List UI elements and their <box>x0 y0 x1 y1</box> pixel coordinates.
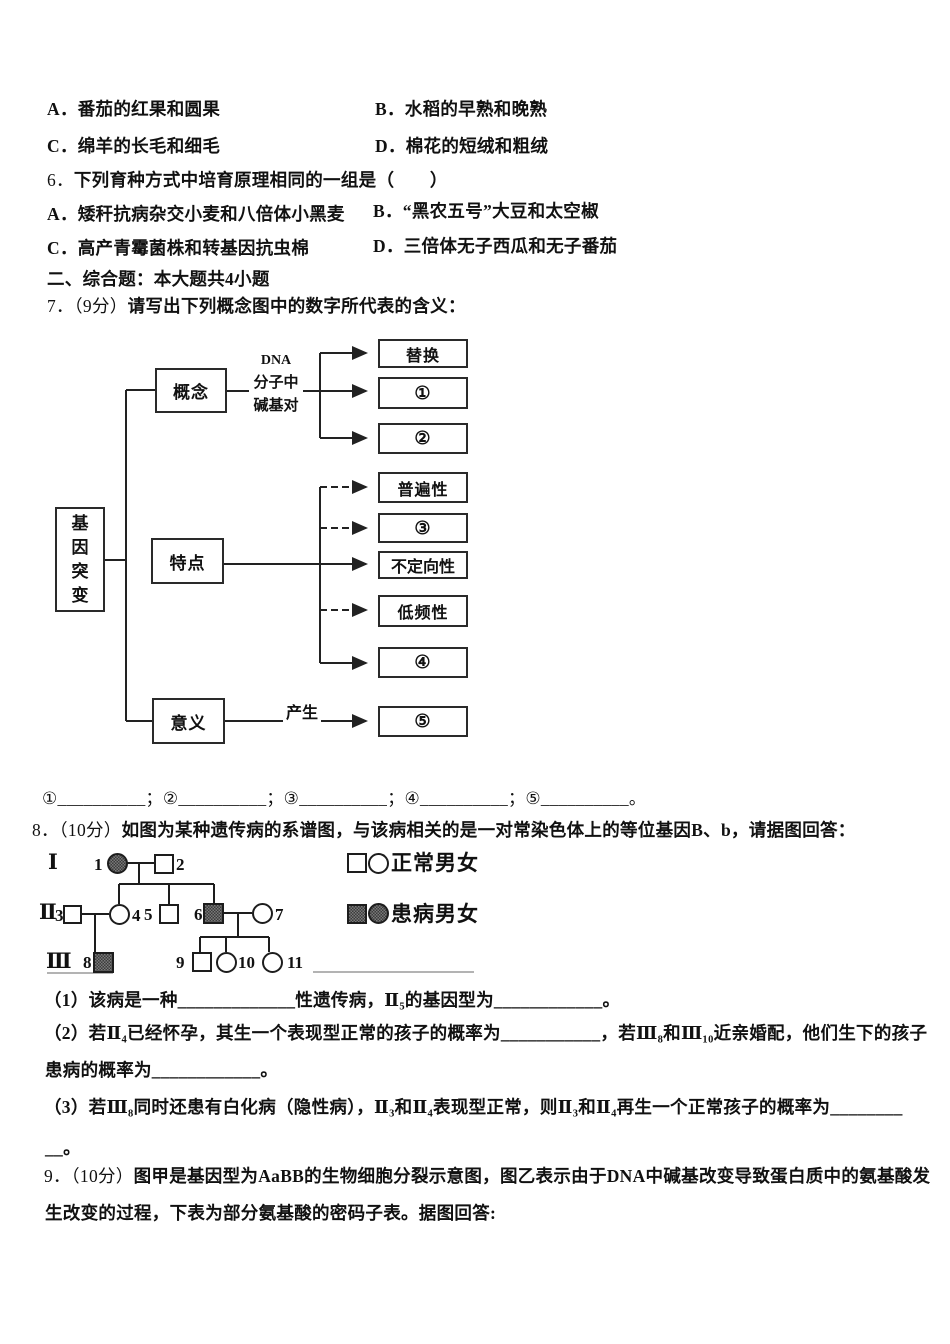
pedigree-individual-10-normal-female <box>216 952 237 973</box>
pedigree-number-2: 2 <box>176 855 185 874</box>
pedigree-lines <box>47 862 474 974</box>
diagram-box-blank5: ⑤ <box>378 706 468 737</box>
q6-option-d: D．三倍体无子西瓜和无子番茄 <box>373 236 618 256</box>
diagram-box-feature: 特点 <box>151 538 224 584</box>
q8-subquestion-3-line2: __。 <box>45 1138 81 1158</box>
edge-label-dna: DNA <box>255 353 297 369</box>
q8-stem: 8．（10分）如图为某种遗传病的系谱图，与该病相关的是一对常染色体上的等位基因B… <box>32 820 856 841</box>
legend-normal-label: 正常男女 <box>391 851 479 875</box>
q9-stem-line2: 生改变的过程，下表为部分氨基酸的密码子表。据图回答: <box>45 1203 497 1223</box>
pedigree-individual-2-normal-male <box>154 854 174 874</box>
diagram-box-root: 基因突变 <box>55 507 105 612</box>
q9-number: 9．（10分） <box>44 1166 134 1186</box>
pedigree-individual-6-affected-male <box>203 903 224 924</box>
pedigree-individual-5-normal-male <box>159 904 179 924</box>
pedigree-individual-3-normal-male <box>63 905 82 924</box>
q7-stem-text: 请写出下列概念图中的数字所代表的含义： <box>127 296 466 316</box>
q5-option-c: C．绵羊的长毛和细毛 <box>47 136 221 156</box>
q8-subquestion-2-line1: （2）若Ⅱ₄已经怀孕，其生一个表现型正常的孩子的概率为___________，若… <box>44 1023 928 1043</box>
q6-stem: 6．下列育种方式中培育原理相同的一组是（ ） <box>47 170 448 191</box>
q6-option-b: B．“黑农五号”大豆和太空椒 <box>373 201 599 221</box>
q8-number: 8．（10分） <box>32 820 122 840</box>
q6-number: 6． <box>47 170 74 190</box>
q8-stem-text: 如图为某种遗传病的系谱图，与该病相关的是一对常染色体上的等位基因B、b，请据图回… <box>121 820 856 840</box>
pedigree-number-7: 7 <box>275 905 284 924</box>
q7-number: 7．（9分） <box>47 296 128 316</box>
generation-label-3: Ⅲ <box>46 949 72 973</box>
diagram-box-concept: 概念 <box>155 368 227 413</box>
q8-subquestion-2-line2: 患病的概率为____________。 <box>45 1060 279 1080</box>
pedigree-number-1: 1 <box>94 855 103 874</box>
pedigree-number-5: 5 <box>144 905 153 924</box>
diagram-box-blank3: ③ <box>378 513 468 543</box>
edge-label-produce: 产生 <box>283 699 321 723</box>
edge-label-basepair: 碱基对 <box>247 394 305 415</box>
diagram-box-universality: 普遍性 <box>378 472 468 503</box>
q6-option-c: C．高产青霉菌株和转基因抗虫棉 <box>47 238 310 258</box>
q5-option-a: A．番茄的红果和圆果 <box>47 99 221 119</box>
pedigree-individual-7-normal-female <box>252 903 273 924</box>
q6-stem-text: 下列育种方式中培育原理相同的一组是（ ） <box>73 170 448 190</box>
pedigree-number-11: 11 <box>287 953 304 972</box>
edge-label-molecule: 分子中 <box>249 371 303 392</box>
q5-option-b: B．水稻的早熟和晚熟 <box>375 99 548 119</box>
pedigree-individual-8-affected-male <box>93 952 114 973</box>
pedigree-number-10: 10 <box>238 953 255 972</box>
diagram-box-meaning: 意义 <box>152 698 225 744</box>
pedigree-individual-9-normal-male <box>192 952 212 972</box>
q8-subquestion-1: （1）该病是一种_____________性遗传病，Ⅱ₅的基因型为_______… <box>44 990 621 1010</box>
pedigree-number-3: 3 <box>55 906 64 925</box>
diagram-box-blank4: ④ <box>378 647 468 678</box>
pedigree-individual-1-affected-female <box>107 853 128 874</box>
q9-stem-text: 图甲是基因型为AaBB的生物细胞分裂示意图，图乙表示由于DNA中碱基改变导致蛋白… <box>133 1166 931 1186</box>
pedigree-number-9: 9 <box>176 953 185 972</box>
pedigree-individual-11-normal-female <box>262 952 283 973</box>
diagram-box-lowfrequency: 低频性 <box>378 595 468 627</box>
pedigree-individual-4-normal-female <box>109 904 130 925</box>
pedigree-number-4: 4 <box>132 906 141 925</box>
q5-option-d: D．棉花的短绒和粗绒 <box>375 136 549 156</box>
q7-stem: 7．（9分）请写出下列概念图中的数字所代表的含义： <box>47 296 466 317</box>
diagram-box-blank1: ① <box>378 377 468 409</box>
legend-normal-male-square <box>347 853 367 873</box>
generation-label-2: Ⅱ <box>39 900 57 924</box>
pedigree-number-6: 6 <box>194 905 203 924</box>
generation-label-1: Ⅰ <box>48 850 58 874</box>
diagram-box-nondirectional: 不定向性 <box>378 551 468 579</box>
section2-header: 二、综合题：本大题共4小题 <box>47 269 270 289</box>
diagram-box-substitution: 替换 <box>378 339 468 368</box>
legend-affected-label: 患病男女 <box>391 902 479 926</box>
q6-option-a: A．矮秆抗病杂交小麦和八倍体小黑麦 <box>47 204 345 224</box>
legend-affected-female-circle <box>368 903 389 924</box>
q8-subquestion-3-line1: （3）若Ⅲ₈同时还患有白化病（隐性病），Ⅱ₃和Ⅱ₄表现型正常，则Ⅱ₃和Ⅱ₄再生一… <box>44 1097 903 1117</box>
legend-affected-male-square <box>347 904 367 924</box>
pedigree-number-8: 8 <box>83 953 92 972</box>
diagram-root-label: 基因突变 <box>71 513 89 605</box>
legend-normal-female-circle <box>368 853 389 874</box>
q9-stem-line1: 9．（10分）图甲是基因型为AaBB的生物细胞分裂示意图，图乙表示由于DNA中碱… <box>44 1166 930 1187</box>
diagram-box-blank2: ② <box>378 423 468 454</box>
q7-answer-blanks: ①__________；②__________；③__________；④___… <box>42 789 647 808</box>
